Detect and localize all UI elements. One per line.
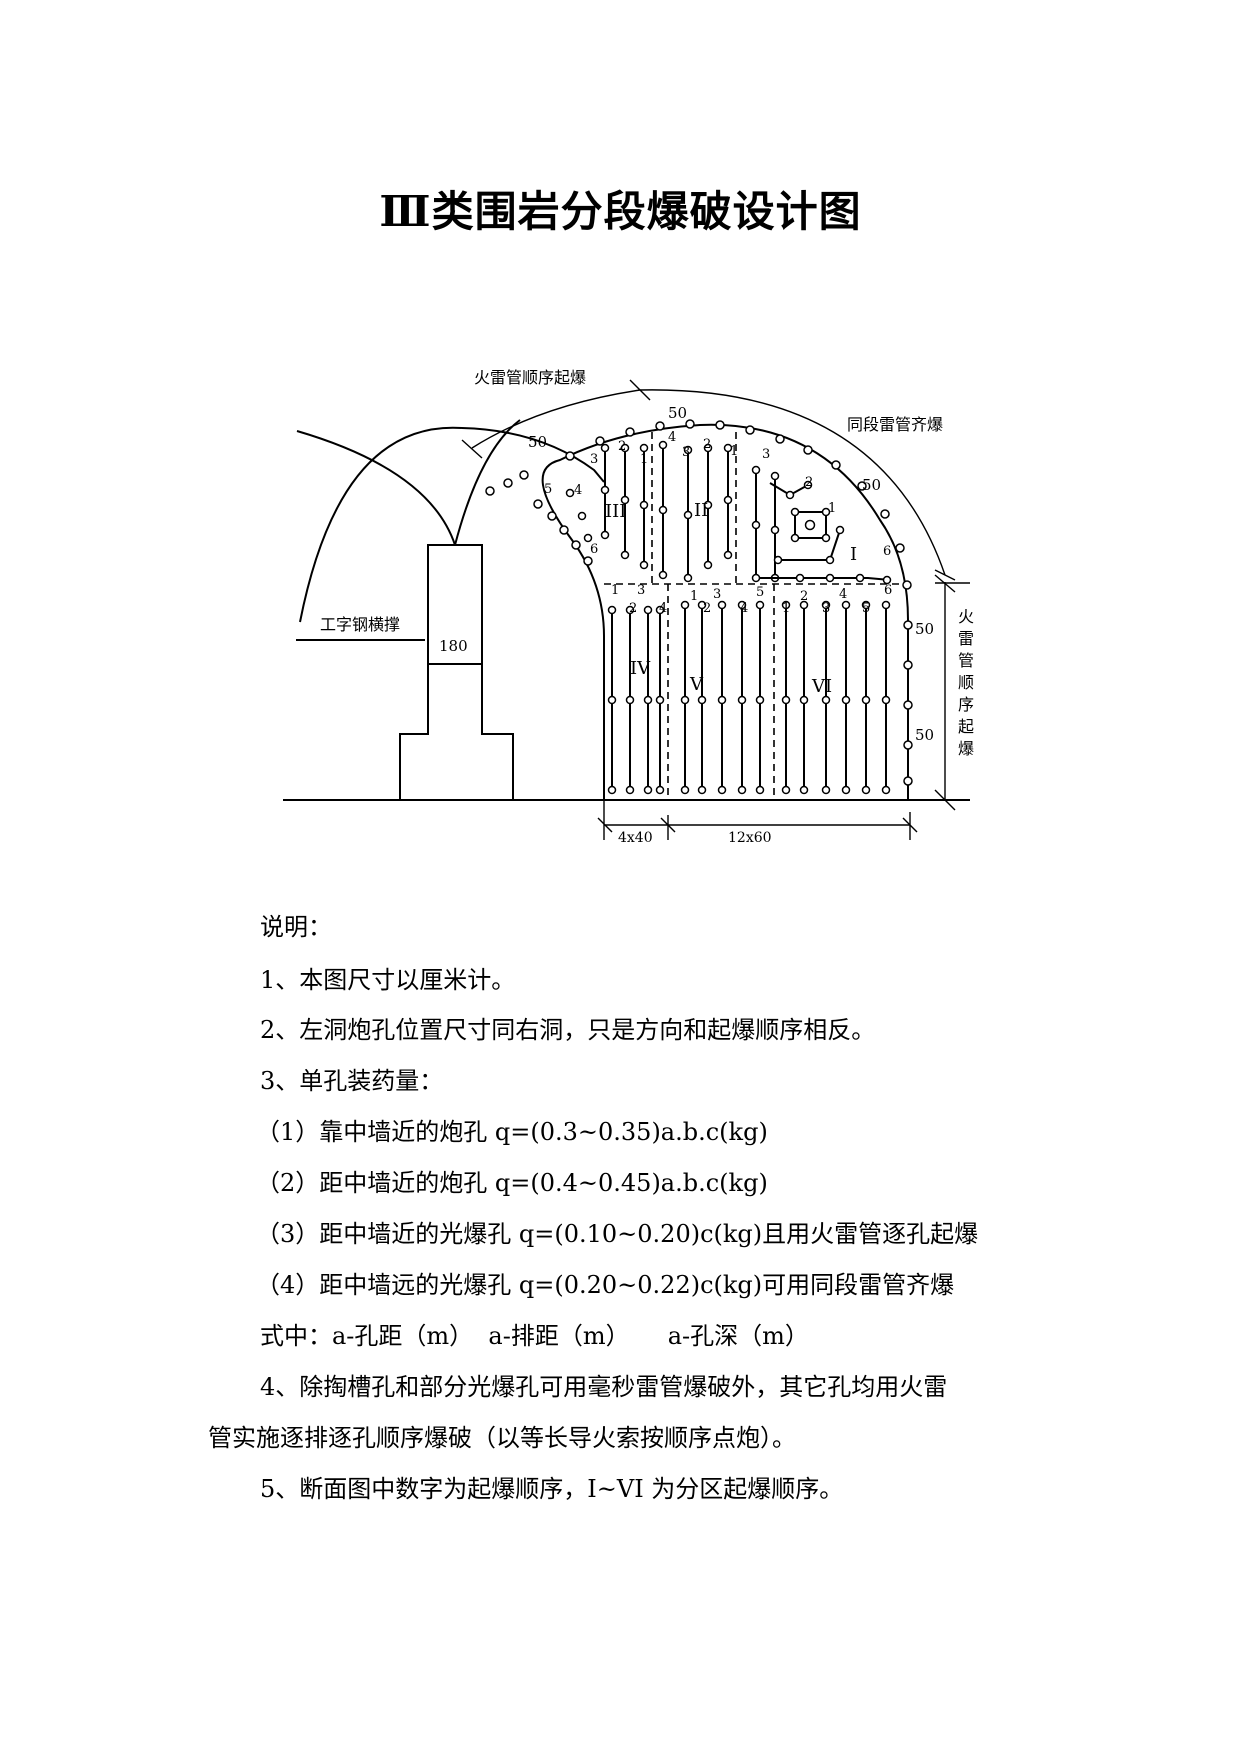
seq-num: 3	[762, 447, 770, 462]
seq-num: 2	[618, 439, 626, 454]
seq-num: 4	[839, 587, 847, 602]
zone-label-iii: III	[605, 501, 626, 522]
label-fire-seq-top: 火雷管顺序起爆	[474, 368, 586, 387]
arc-end-tick	[934, 569, 956, 581]
dim-12x60: 12x60	[728, 830, 772, 846]
note-3-2: （2）距中墙近的炮孔 q=(0.4~0.45)a.b.c(kg)	[256, 1169, 768, 1197]
seq-num: 1	[690, 589, 698, 604]
seq-num: 2	[805, 475, 813, 490]
note-4-line2: 管实施逐排逐孔顺序爆破（以等长导火索按顺序点炮）。	[208, 1424, 796, 1452]
zone-label-i: I	[850, 544, 857, 565]
note-3-3: （3）距中墙近的光爆孔 q=(0.10~0.20)c(kg)且用火雷管逐孔起爆	[256, 1220, 979, 1248]
note-1: 1、本图尺寸以厘米计。	[260, 966, 516, 994]
left-tunnel-arch-inner	[461, 427, 605, 483]
label-fire-seq-right-5: 序	[958, 695, 974, 714]
seq-num: 2	[703, 437, 711, 452]
seq-num: 2	[800, 589, 808, 604]
zone-label-vi: VI	[811, 676, 832, 697]
seq-num: 1	[611, 583, 619, 598]
arc-tick-mid	[629, 379, 651, 401]
spacing-label-wall-2: 50	[915, 726, 934, 744]
middle-wall	[399, 544, 514, 801]
label-fire-seq-right-2: 雷	[958, 629, 974, 648]
seq-num: 3	[822, 601, 830, 616]
bottom-dim-tick-mid	[660, 817, 676, 833]
spacing-label-top: 50	[668, 404, 687, 422]
label-fire-seq-right-4: 顺	[958, 673, 974, 692]
seq-num: 5	[544, 482, 552, 497]
seq-num: 3	[713, 587, 721, 602]
same-stage-arc	[639, 389, 946, 576]
note-3-1: （1）靠中墙近的炮孔 q=(0.3~0.35)a.b.c(kg)	[256, 1118, 768, 1146]
detonator-line-left	[296, 430, 456, 546]
left-tunnel-arch	[299, 426, 463, 623]
bottom-dim-tick-left	[597, 817, 613, 833]
seq-num: 3	[637, 583, 645, 598]
seq-num: 4	[668, 430, 676, 445]
seq-num: 1	[640, 452, 648, 467]
right-dim-tick-bottom	[934, 789, 956, 811]
seq-num: 1	[730, 444, 738, 459]
label-fire-seq-right-1: 火	[958, 607, 974, 626]
seq-num: 5	[862, 601, 870, 616]
cut-hole-pattern	[760, 482, 891, 581]
dim-4x40: 4x40	[618, 830, 653, 846]
label-fire-seq-right-6: 起	[958, 717, 974, 736]
perimeter-holes	[485, 419, 913, 786]
cut-holes	[773, 480, 892, 585]
label-steel-brace: 工字钢横撑	[320, 615, 400, 634]
zone-label-v: V	[689, 674, 704, 695]
blasting-section-diagram: 火雷管顺序起爆 同段雷管齐爆 工字钢横撑 180 50 50 50 50 50 …	[283, 368, 974, 846]
label-fire-seq-right-3: 管	[958, 651, 974, 670]
right-dim-tick-top	[934, 574, 956, 593]
seq-num: 3	[590, 452, 598, 467]
seq-num: 2	[703, 601, 711, 616]
seq-num: 2	[629, 601, 637, 616]
note-2: 2、左洞炮孔位置尺寸同右洞，只是方向和起爆顺序相反。	[260, 1016, 876, 1044]
wall-width-label: 180	[439, 637, 468, 655]
note-4-line1: 4、除掏槽孔和部分光爆孔可用毫秒雷管爆破外，其它孔均用火雷	[260, 1373, 948, 1401]
spacing-label-right: 50	[862, 476, 881, 494]
bench-hole-markers	[607, 600, 891, 795]
seq-num: 4	[740, 601, 748, 616]
label-fire-seq-right-7: 爆	[958, 739, 974, 758]
note-formula: 式中：a-孔距（m） a-排距（m） a-孔深（m）	[260, 1322, 809, 1350]
label-same-stage: 同段雷管齐爆	[847, 415, 943, 434]
zone-label-iv: IV	[630, 658, 651, 679]
seq-num: 1	[782, 601, 790, 616]
seq-num: 3	[682, 445, 690, 460]
spacing-label-wall-1: 50	[915, 620, 934, 638]
seq-num: 1	[828, 501, 836, 516]
seq-num: 6	[884, 583, 892, 598]
spacing-label-left: 50	[528, 433, 547, 451]
detonator-line-right	[454, 419, 521, 546]
seq-num: 4	[574, 483, 582, 498]
arch-hole-markers	[565, 440, 780, 583]
page-title: Ⅲ类围岩分段爆破设计图	[379, 187, 862, 236]
notes-heading: 说明：	[260, 913, 332, 941]
note-3: 3、单孔装药量：	[260, 1067, 444, 1095]
fire-seq-arc	[471, 389, 641, 449]
seq-num: 4	[659, 601, 667, 616]
seq-num: 6	[590, 542, 598, 557]
note-3-4: （4）距中墙远的光爆孔 q=(0.20~0.22)c(kg)可用同段雷管齐爆	[256, 1271, 955, 1299]
zone-label-ii: II	[694, 500, 708, 521]
right-tunnel-profile	[541, 423, 909, 800]
arc-tick-left	[461, 439, 483, 459]
bottom-dim-tick-right	[902, 817, 918, 833]
seq-num: 6	[883, 544, 891, 559]
note-5: 5、断面图中数字为起爆顺序，I~VI 为分区起爆顺序。	[260, 1475, 844, 1503]
seq-num: 5	[756, 585, 764, 600]
